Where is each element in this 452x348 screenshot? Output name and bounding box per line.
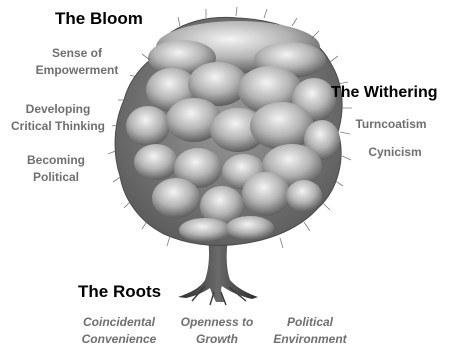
- root-item-line: Coincidental: [71, 314, 167, 331]
- bloom-item-critical-thinking: Developing Critical Thinking: [8, 101, 108, 135]
- bloom-item-line: Political: [16, 169, 96, 186]
- withering-heading: The Withering: [331, 84, 438, 102]
- root-item-line: Environment: [264, 331, 356, 348]
- withering-item-cynicism: Cynicism: [360, 144, 430, 161]
- bloom-item-line: Empowerment: [31, 62, 123, 79]
- root-item-line: Openness to: [172, 314, 262, 331]
- bloom-item-line: Becoming: [16, 152, 96, 169]
- root-item-line: Political: [264, 314, 356, 331]
- roots-heading: The Roots: [78, 282, 161, 302]
- bloom-item-political: Becoming Political: [16, 152, 96, 186]
- root-item-line: Growth: [172, 331, 262, 348]
- bloom-item-empowerment: Sense of Empowerment: [31, 45, 123, 79]
- bloom-item-line: Developing: [8, 101, 108, 118]
- root-item-convenience: Coincidental Convenience: [71, 314, 167, 348]
- root-item-line: Convenience: [71, 331, 167, 348]
- tree-trunk: [178, 238, 258, 305]
- root-item-growth: Openness to Growth: [172, 314, 262, 348]
- bloom-heading: The Bloom: [55, 9, 143, 29]
- tree-foliage: [108, 7, 352, 248]
- bloom-item-line: Sense of: [31, 45, 123, 62]
- root-item-environment: Political Environment: [264, 314, 356, 348]
- bloom-item-line: Critical Thinking: [8, 118, 108, 135]
- withering-item-turncoatism: Turncoatism: [346, 116, 436, 133]
